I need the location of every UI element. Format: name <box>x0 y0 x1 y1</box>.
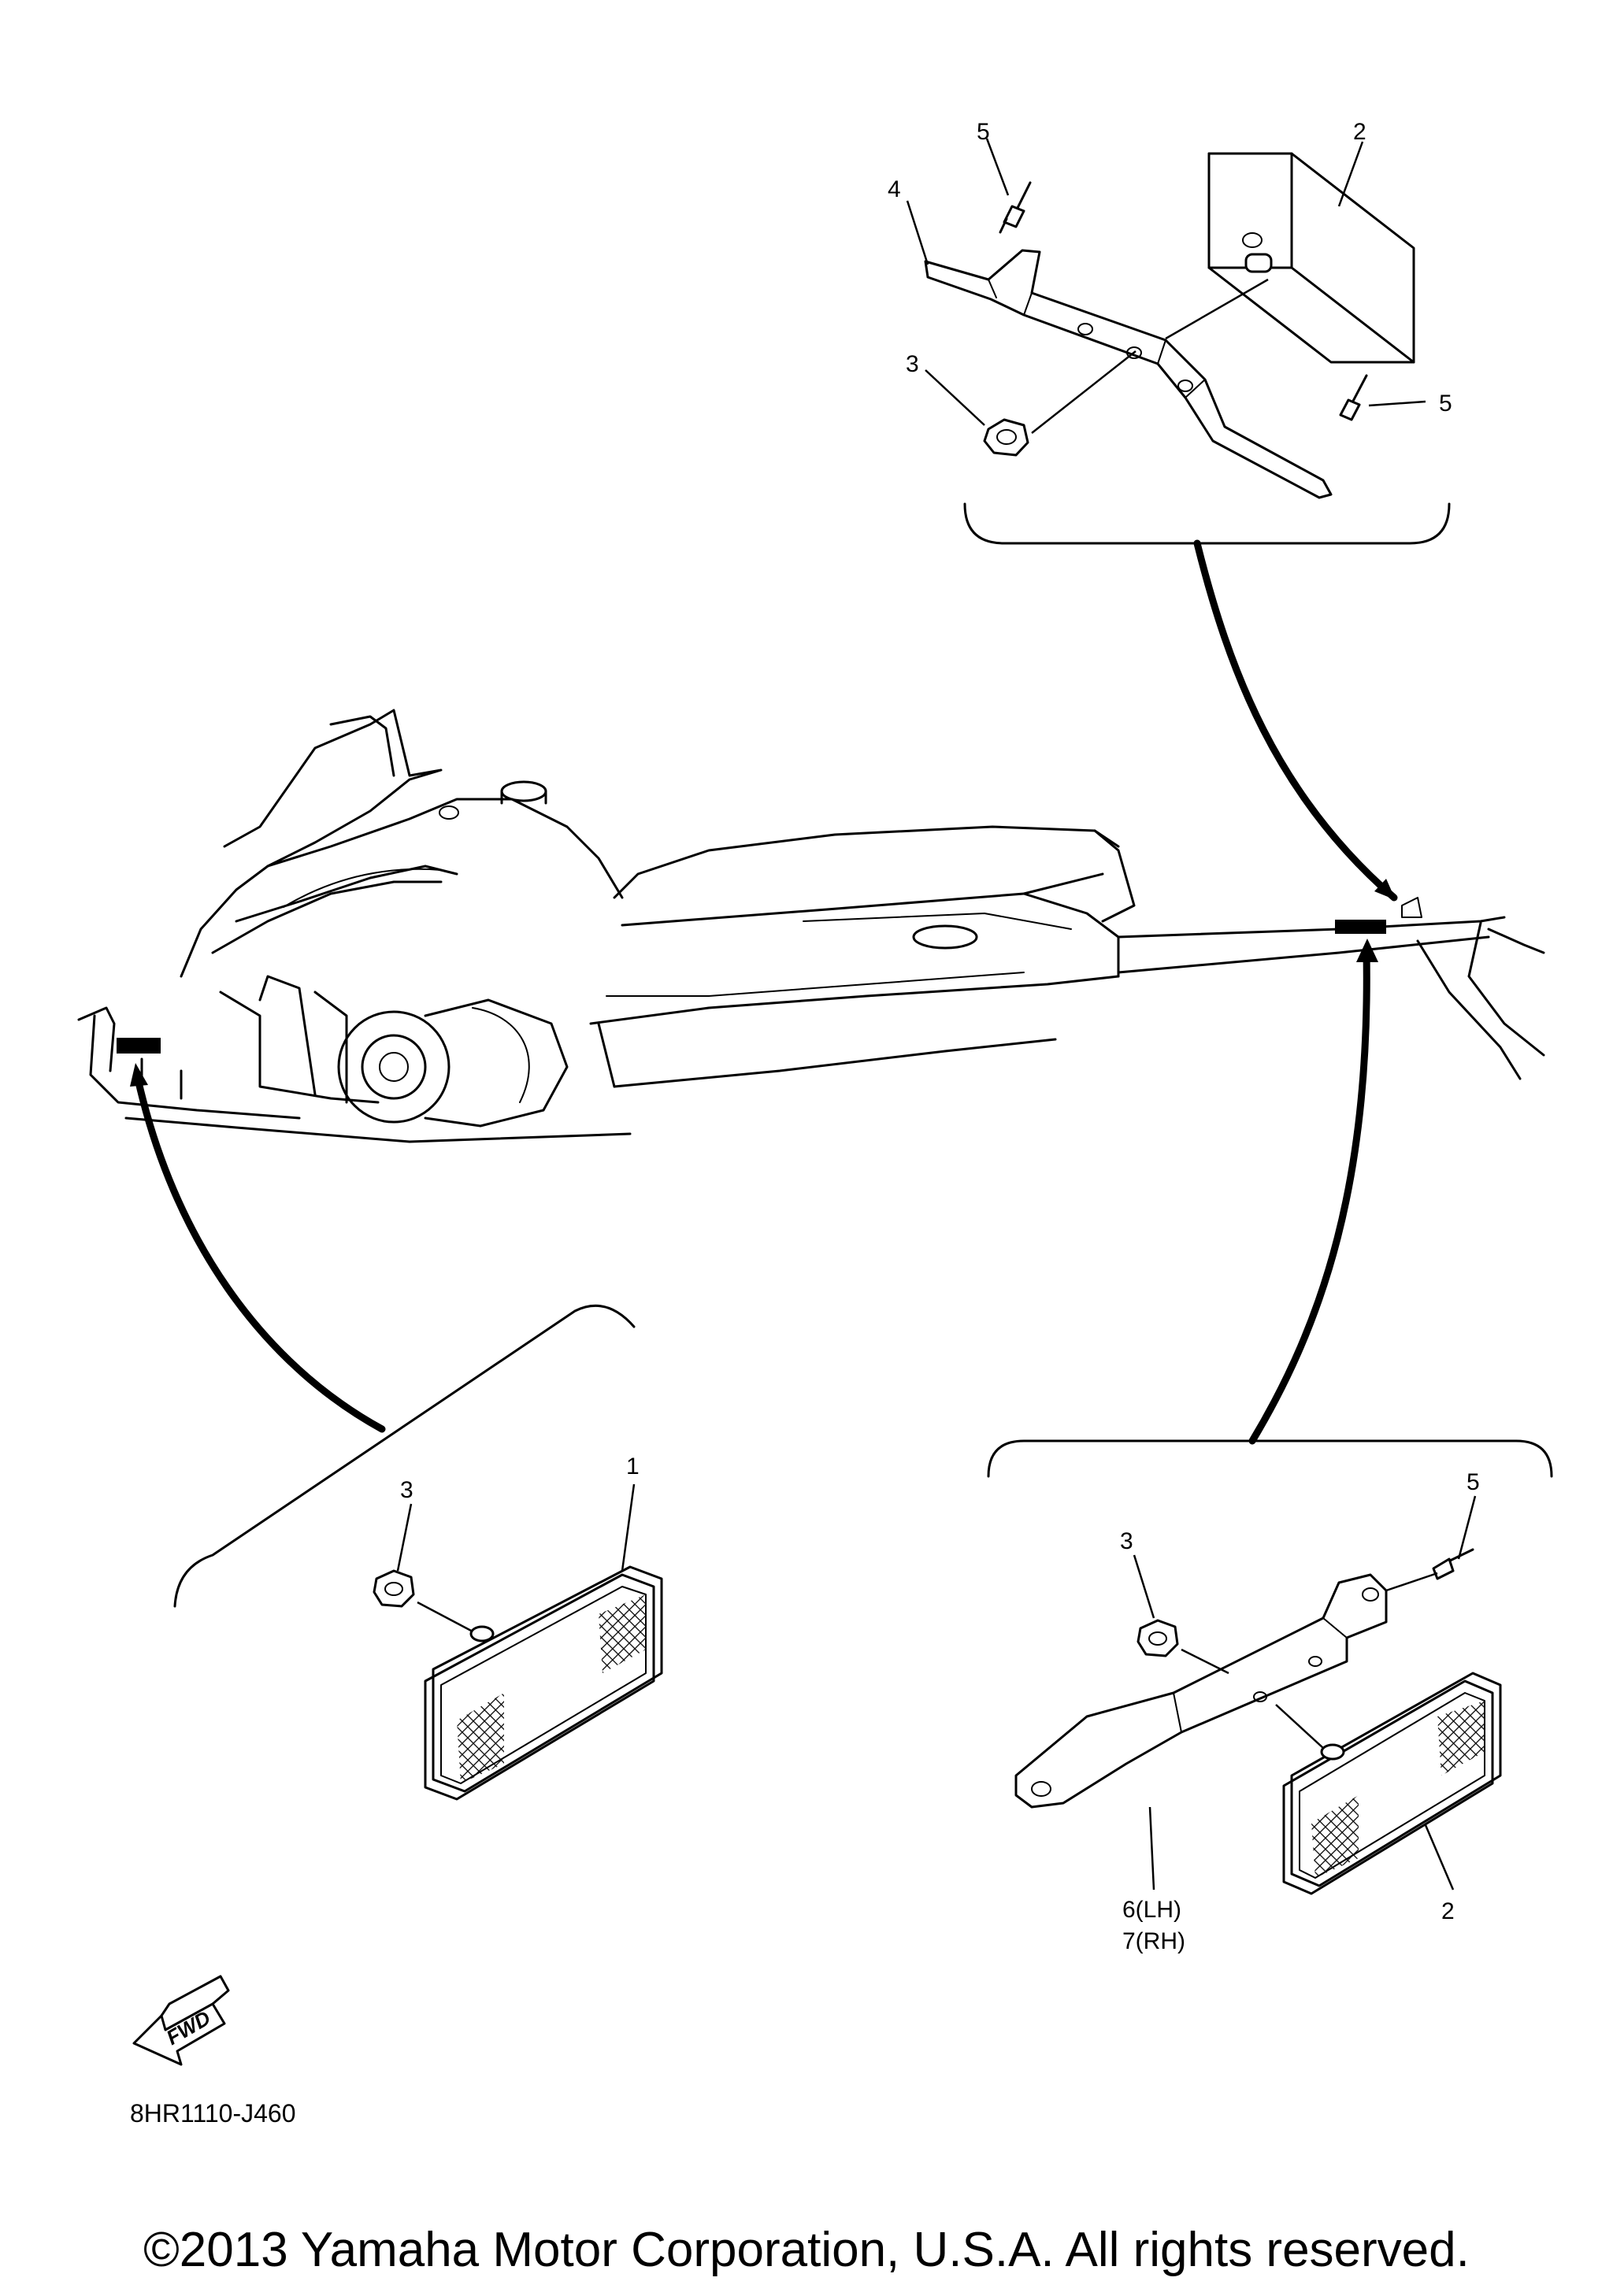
left-center-line <box>417 1601 473 1633</box>
label-right-7: 7(RH) <box>1122 1928 1185 1954</box>
right-center-line-a <box>1181 1648 1229 1675</box>
label-left-3: 3 <box>400 1477 413 1503</box>
top-center-line-a <box>1165 278 1269 340</box>
left-detail-bracket <box>173 1304 636 1608</box>
front-reflector-stud <box>469 1625 495 1642</box>
top-detail-pointer-line <box>1193 539 1398 902</box>
right-leader-2 <box>1424 1824 1455 1890</box>
right-rivet-5 <box>1432 1548 1474 1580</box>
label-left-1: 1 <box>626 1454 640 1479</box>
left-detail-group: 3 1 <box>130 1063 663 1801</box>
left-detail-arrowhead <box>130 1063 148 1087</box>
top-leader-4 <box>906 200 929 265</box>
fwd-arrow-icon: FWD <box>132 1975 230 2066</box>
label-right-5: 5 <box>1467 1469 1480 1495</box>
top-rivet-5a <box>999 181 1032 234</box>
left-detail-pointer-line <box>134 1075 386 1433</box>
top-reflector-plate <box>1207 152 1415 364</box>
rear-reflector-mark <box>1335 920 1386 934</box>
right-center-line-b <box>1275 1704 1324 1749</box>
right-leader-3 <box>1133 1554 1155 1619</box>
top-bracket-4 <box>924 249 1333 499</box>
front-reflector-mark <box>117 1038 161 1054</box>
left-leader-1 <box>621 1483 636 1572</box>
left-leader-3 <box>396 1503 413 1572</box>
right-detail-arrowhead <box>1356 939 1378 962</box>
label-top-5a: 5 <box>977 119 990 145</box>
right-leader-6-7 <box>1148 1806 1155 1890</box>
label-top-5b: 5 <box>1439 391 1452 417</box>
top-nut-3 <box>983 418 1029 457</box>
top-detail-group: 5 2 4 3 5 <box>888 119 1452 902</box>
top-center-line-b <box>1031 350 1137 434</box>
top-rivet-5b <box>1339 374 1368 421</box>
right-center-line-c <box>1385 1572 1438 1592</box>
side-bracket-6-7 <box>1014 1573 1388 1809</box>
label-top-4: 4 <box>888 176 901 202</box>
diagram-code: 8HR1110-J460 <box>130 2099 296 2128</box>
label-right-3: 3 <box>1120 1528 1133 1554</box>
right-detail-group: 5 3 6(LH) 7(RH) 2 <box>987 939 1553 1954</box>
top-leader-5a <box>985 138 1010 196</box>
top-detail-bracket <box>963 502 1451 545</box>
rear-reflector-2 <box>1282 1672 1502 1895</box>
left-nut-3 <box>373 1569 415 1608</box>
label-right-2: 2 <box>1441 1898 1455 1924</box>
rear-reflector-stud <box>1320 1743 1345 1761</box>
top-leader-3 <box>925 369 985 426</box>
right-leader-5 <box>1457 1495 1477 1560</box>
snowmobile-outline <box>77 709 1545 1143</box>
top-detail-arrowhead <box>1374 879 1396 900</box>
label-top-3: 3 <box>906 351 919 377</box>
label-top-2: 2 <box>1353 119 1366 145</box>
copyright-notice: ©2013 Yamaha Motor Corporation, U.S.A. A… <box>143 2223 1470 2277</box>
top-leader-5b <box>1368 400 1426 407</box>
top-leader-2 <box>1337 141 1364 207</box>
right-detail-pointer-line <box>1248 949 1370 1445</box>
right-nut-3 <box>1137 1619 1179 1657</box>
front-reflector-1 <box>424 1565 663 1801</box>
label-right-6: 6(LH) <box>1122 1897 1181 1923</box>
right-detail-bracket <box>987 1439 1553 1478</box>
